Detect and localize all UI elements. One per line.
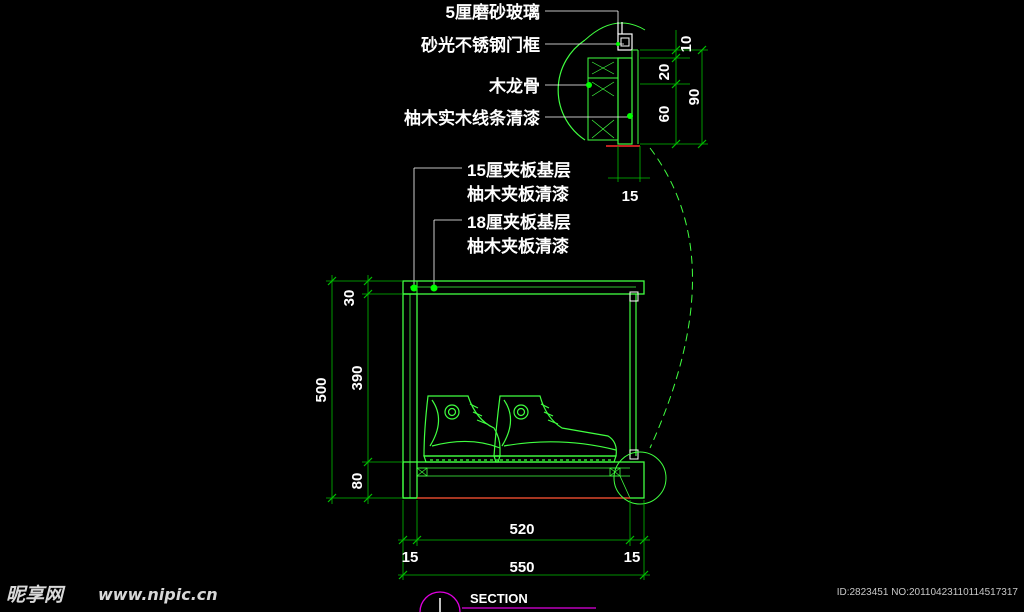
detail-circle-arc [557, 39, 586, 141]
watermark-brand: 昵享网 [6, 584, 66, 606]
leader-dot [430, 284, 438, 292]
dim-detail-90: 90 [686, 89, 703, 106]
section-circle [419, 591, 461, 612]
cabinet-base [402, 461, 645, 499]
callout-wood-keel: 木龙骨 [488, 76, 540, 96]
tick [639, 570, 649, 580]
base-bevel [619, 475, 631, 499]
tick [327, 493, 337, 503]
callout-frosted-glass: 5厘磨砂玻璃 [446, 2, 540, 22]
watermark-url: www.nipic.cn [98, 585, 218, 604]
detail-circle-lower [613, 451, 667, 505]
detail-steel-frame [617, 33, 633, 51]
dim-390: 390 [349, 365, 366, 390]
dim-520: 520 [509, 521, 534, 538]
detail-wood-block-lower [587, 77, 619, 141]
cabinet-section [402, 280, 667, 505]
tick [697, 45, 707, 55]
detail-teak-strip [617, 57, 633, 145]
tick [398, 570, 408, 580]
section-title: SECTION [470, 591, 528, 606]
dim-detail-20: 20 [656, 64, 673, 81]
dim-detail-10: 10 [678, 36, 695, 53]
door-frame-top [629, 291, 639, 302]
callout-teak-strip: 柚木实木线条清漆 [404, 108, 540, 128]
tick [639, 535, 649, 545]
hatch [416, 467, 428, 477]
leader-dot [627, 113, 633, 119]
mid-callouts: 15厘夹板基层 柚木夹板清漆 18厘夹板基层 柚木夹板清漆 [413, 160, 571, 288]
tick [363, 289, 373, 299]
leader-dot [410, 284, 418, 292]
dim-30: 30 [341, 290, 358, 307]
hatch [591, 119, 615, 139]
bottom-dimensions: 520 15 15 550 [398, 500, 650, 580]
detail-circle-arc-top [584, 22, 646, 41]
tick [363, 493, 373, 503]
tick [398, 535, 408, 545]
dim-15-left: 15 [402, 549, 419, 566]
dim-15-right: 15 [624, 549, 641, 566]
tick [671, 139, 681, 149]
shoe-right [493, 395, 617, 463]
callout-18mm-teak: 柚木夹板清漆 [467, 236, 569, 256]
tick [412, 535, 422, 545]
top-callouts: 5厘磨砂玻璃 砂光不锈钢门框 木龙骨 柚木实木线条清漆 [404, 2, 633, 128]
tick [697, 139, 707, 149]
watermark: 昵享网 www.nipic.cn ID:2823451 NO:201104231… [6, 584, 1018, 606]
detail-steel-inner [620, 37, 630, 47]
hatch [591, 61, 615, 75]
callout-15mm-plywood: 15厘夹板基层 [467, 160, 571, 180]
dim-detail-15: 15 [622, 188, 639, 205]
leader-dot [616, 42, 620, 46]
tick [625, 535, 635, 545]
callout-18mm-plywood: 18厘夹板基层 [467, 212, 571, 232]
tick [363, 457, 373, 467]
tick [671, 45, 681, 55]
base-block [416, 467, 428, 477]
top-detail: 10 20 60 90 15 [557, 22, 708, 449]
door-frame-bottom [629, 449, 639, 460]
left-dimensions: 30 390 80 500 [313, 275, 403, 504]
section-marker: SECTION [419, 591, 596, 612]
dim-500: 500 [313, 377, 330, 402]
watermark-id: ID:2823451 NO:20110423110114517317 [837, 587, 1019, 598]
tick [327, 276, 337, 286]
detail-connector-dashed [649, 147, 693, 449]
tick [671, 53, 681, 63]
hatch [591, 81, 615, 97]
cabinet-top-board [402, 280, 645, 295]
dim-80: 80 [349, 473, 366, 490]
tick [671, 79, 681, 89]
dim-detail-60: 60 [656, 106, 673, 123]
shoe-left [423, 395, 501, 463]
leader-dot [586, 82, 592, 88]
dim-550: 550 [509, 559, 534, 576]
tick [363, 276, 373, 286]
callout-15mm-teak: 柚木夹板清漆 [467, 184, 569, 204]
callout-steel-frame: 砂光不锈钢门框 [421, 35, 540, 55]
base-block [609, 467, 621, 477]
